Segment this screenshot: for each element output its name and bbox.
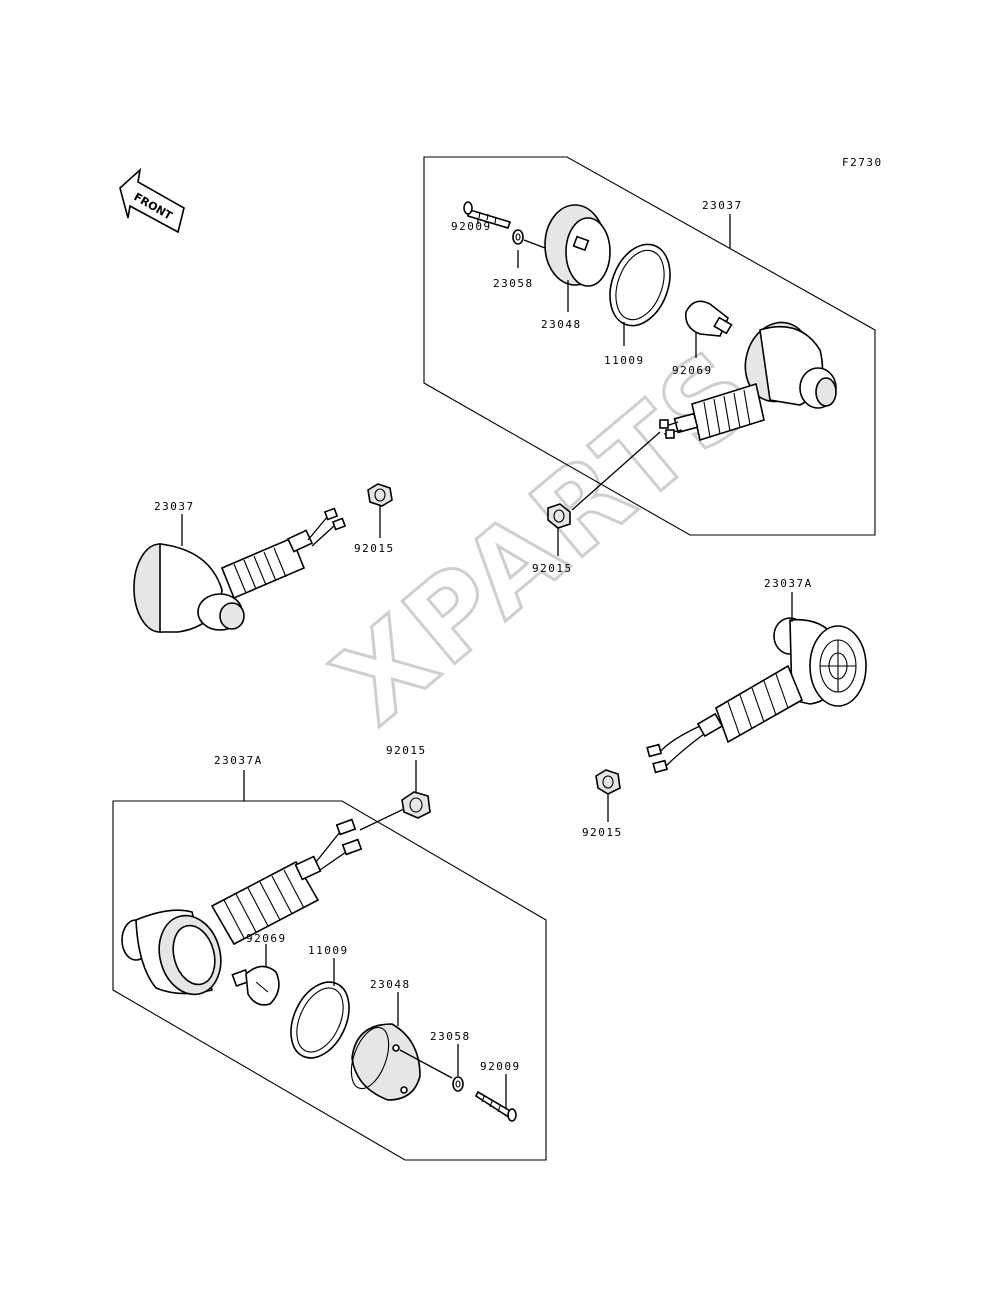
label-23037-top: 23037 [702, 199, 743, 212]
lens-23048-top [544, 204, 611, 287]
gasket-11009-top [609, 243, 671, 327]
bolt-92009-bottom: 92009 [474, 1060, 521, 1122]
label-92015-left: 92015 [354, 542, 395, 555]
label-92009-top: 92009 [451, 220, 492, 233]
figure-code: F2730 [842, 156, 883, 169]
label-92069-bottom: 92069 [246, 932, 287, 945]
label-23037-left: 23037 [154, 500, 195, 513]
top-right-assembly: 23037 92009 23058 23048 11009 92069 9201… [423, 156, 876, 575]
left-signal: 23037 [133, 500, 347, 633]
label-92015-bottom: 92015 [386, 744, 427, 757]
lens-23048-bottom: 23048 [350, 978, 453, 1101]
nut-92015-bottom: 92015 [386, 744, 431, 819]
label-23048-top: 23048 [541, 318, 582, 331]
right-signal: 23037A [646, 577, 867, 774]
signal-housing-top [659, 321, 837, 442]
label-23037A-right: 23037A [764, 577, 813, 590]
label-11009-bottom: 11009 [308, 944, 349, 957]
label-23037A-bottom: 23037A [214, 754, 263, 767]
gasket-11009-bottom: 11009 [290, 944, 350, 1059]
signal-housing-bottom [121, 807, 407, 996]
nut-92015-top [547, 431, 661, 529]
label-23058-bottom: 23058 [430, 1030, 471, 1043]
nut-92015-right: 92015 [582, 769, 623, 839]
bottom-assembly: 23037A 92015 [112, 744, 547, 1161]
label-23058-top: 23058 [493, 277, 534, 290]
bolt-92009-top [463, 201, 512, 229]
washer-23058-top [512, 229, 546, 249]
label-92015-right: 92015 [582, 826, 623, 839]
label-23048-bottom: 23048 [370, 978, 411, 991]
label-92009-bottom: 92009 [480, 1060, 521, 1073]
watermark: XPARTS [311, 323, 783, 749]
label-92015-top: 92015 [532, 562, 573, 575]
nut-92015-left: 92015 [354, 483, 395, 555]
bulb-92069-top [684, 300, 733, 337]
front-arrow-icon: FRONT [119, 167, 185, 234]
label-92069-top: 92069 [672, 364, 713, 377]
label-11009-top: 11009 [604, 354, 645, 367]
washer-23058-bottom: 23058 [430, 1030, 471, 1092]
bulb-92069-bottom: 92069 [231, 932, 287, 1006]
